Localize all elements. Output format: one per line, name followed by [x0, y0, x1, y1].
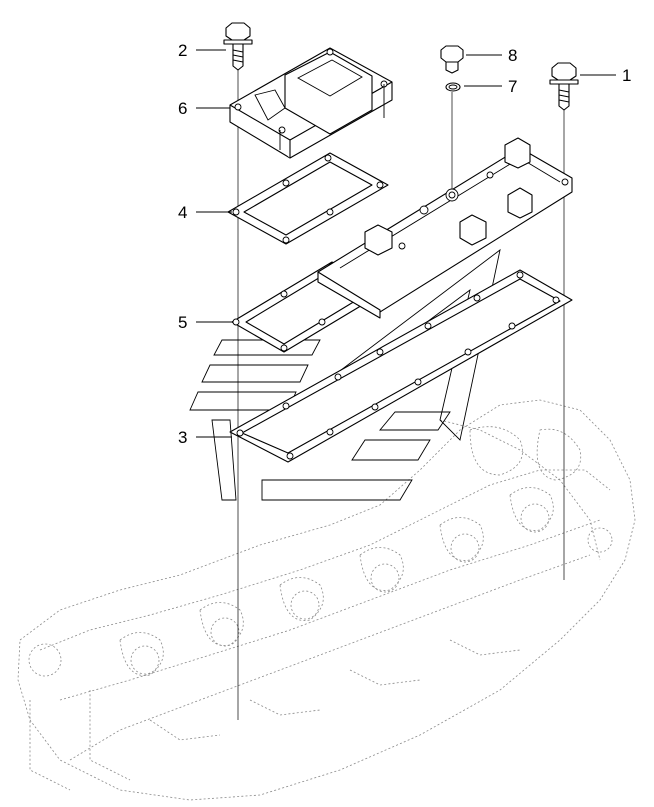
- rocker-cover: [317, 137, 573, 319]
- callout-5: 5: [178, 313, 187, 332]
- part-3-rocker-cover-gasket: [229, 269, 573, 463]
- callout-2: 2: [178, 41, 187, 60]
- callout-4: 4: [178, 203, 187, 222]
- part-4-small-gasket: [227, 152, 389, 245]
- part-2-bolt: [223, 22, 253, 71]
- callout-1: 1: [622, 66, 631, 85]
- callout-3: 3: [178, 428, 187, 447]
- part-6-breather-housing: [229, 47, 393, 159]
- callout-8: 8: [508, 46, 517, 65]
- part-8-plug: [440, 45, 464, 74]
- callout-7: 7: [508, 77, 517, 96]
- engine-cylinder-head: [17, 399, 636, 801]
- callout-6: 6: [178, 99, 187, 118]
- part-1-bolt: [549, 62, 579, 111]
- part-7-seal-ring: [445, 82, 461, 92]
